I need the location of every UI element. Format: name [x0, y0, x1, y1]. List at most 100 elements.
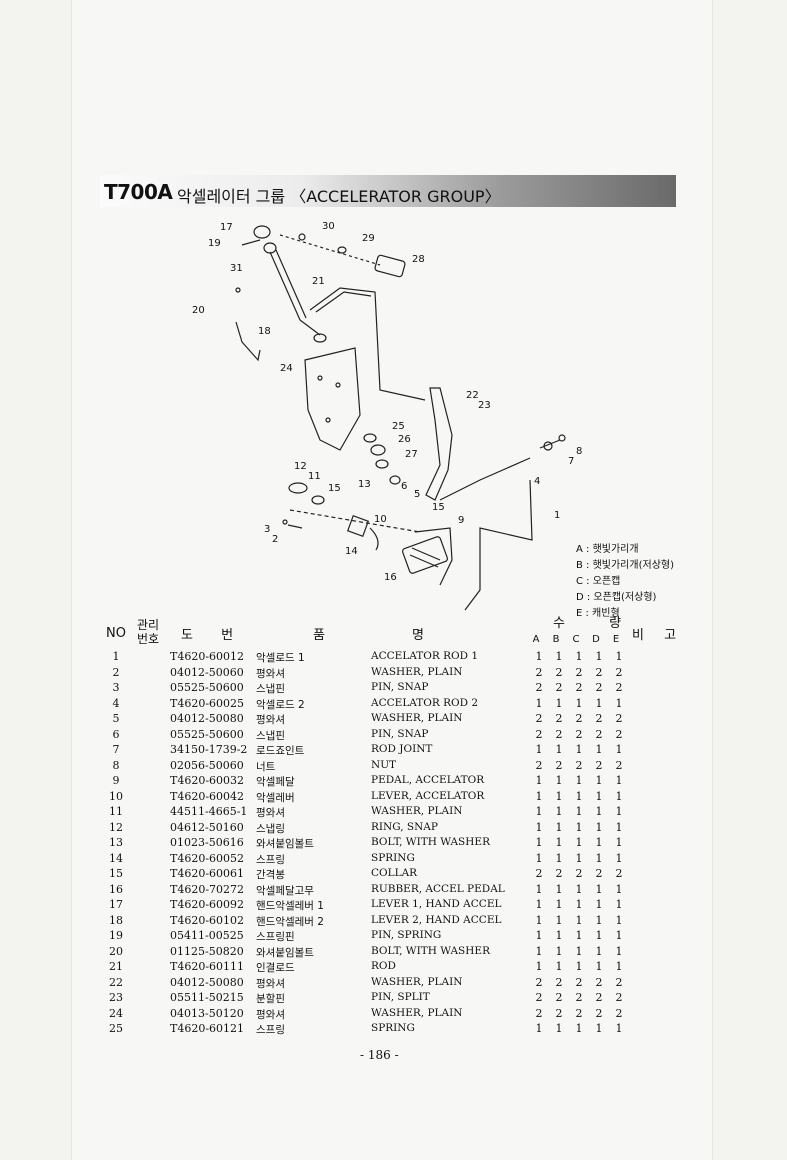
qty-col-c: C — [572, 634, 580, 645]
quantity-d: 2 — [595, 975, 603, 989]
callout-13: 13 — [358, 479, 371, 490]
quantity-a: 1 — [535, 696, 543, 710]
page-number: - 186 - — [360, 1048, 399, 1062]
quantity-c: 1 — [575, 805, 583, 818]
quantity-a: 2 — [535, 1006, 543, 1020]
quantity-a: 1 — [535, 820, 543, 834]
quantity-b: 1 — [555, 929, 563, 942]
part-name-korean: 스냅핀 — [256, 683, 285, 695]
drawing-number: T4620-60052 — [170, 851, 245, 865]
drawing-number: 05411-00525 — [170, 929, 244, 942]
quantity-e: 2 — [615, 665, 623, 679]
part-name-korean: 스프링 — [256, 1024, 285, 1036]
part-number: 16 — [109, 882, 123, 896]
quantity-c: 2 — [575, 975, 583, 989]
quantity-d: 1 — [595, 774, 603, 787]
part-number: 20 — [109, 944, 123, 958]
part-name-english: BOLT, WITH WASHER — [371, 944, 490, 957]
quantity-e: 1 — [615, 882, 623, 896]
part-number: 1 — [112, 650, 120, 663]
quantity-d: 2 — [595, 681, 603, 694]
quantity-b: 1 — [555, 774, 563, 787]
quantity-e: 1 — [615, 851, 623, 865]
quantity-e: 2 — [615, 681, 623, 694]
part-number: 18 — [109, 913, 123, 927]
part-name-korean: 핸드악셀레버 2 — [256, 915, 324, 928]
quantity-e: 2 — [615, 1006, 623, 1020]
part-number: 10 — [109, 789, 123, 803]
callout-19: 19 — [208, 238, 221, 249]
callout-2: 2 — [272, 534, 278, 545]
part-name-english: ACCELATOR ROD 2 — [371, 696, 479, 709]
part-name-english: ROD JOINT — [371, 743, 433, 755]
part-number: 11 — [109, 805, 123, 818]
section-title: 악셀레이터 그룹 〈ACCELERATOR GROUP〉 — [177, 187, 501, 206]
drawing-number: 04612-50160 — [170, 820, 244, 834]
quantity-c: 2 — [575, 758, 583, 772]
part-name-english: RUBBER, ACCEL PEDAL — [371, 882, 505, 895]
quantity-c: 2 — [575, 867, 583, 880]
part-name-english: PIN, SPLIT — [371, 991, 430, 1003]
quantity-d: 1 — [595, 882, 603, 896]
qty-col-d: D — [592, 634, 600, 645]
part-name-english: WASHER, PLAIN — [371, 665, 463, 678]
part-name-english: LEVER 2, HAND ACCEL — [371, 913, 502, 926]
quantity-e: 2 — [615, 758, 623, 772]
part-number: 5 — [112, 712, 120, 725]
quantity-a: 1 — [535, 1022, 543, 1035]
drawing-number: T4620-60121 — [170, 1022, 245, 1035]
quantity-a: 1 — [535, 929, 543, 942]
drawing-number: 04012-50080 — [170, 975, 244, 989]
drawing-number: 05525-50600 — [170, 681, 244, 694]
drawing-number: 04012-50060 — [170, 665, 244, 679]
part-number: 21 — [109, 960, 123, 973]
quantity-a: 2 — [535, 975, 543, 989]
part-name-korean: 와셔붙임볼트 — [256, 946, 314, 959]
part-name-korean: 악셀로드 2 — [256, 698, 305, 711]
legend-item-e: E : 캐빈형 — [576, 608, 620, 619]
quantity-d: 1 — [595, 960, 603, 973]
callout-16: 16 — [384, 572, 397, 583]
quantity-a: 1 — [535, 836, 543, 849]
header-drawing-number: 도 번 — [181, 628, 246, 643]
quantity-c: 1 — [575, 944, 583, 958]
quantity-b: 1 — [555, 882, 563, 896]
drawing-number: T4620-60012 — [170, 650, 245, 663]
part-name-korean: 분할핀 — [256, 993, 285, 1005]
part-name-english: BOLT, WITH WASHER — [371, 836, 490, 848]
quantity-a: 1 — [535, 944, 543, 958]
callout-15b: 15 — [432, 502, 445, 513]
drawing-number: T4620-60025 — [170, 696, 245, 710]
part-number: 25 — [109, 1022, 123, 1035]
quantity-c: 1 — [575, 789, 583, 803]
quantity-b: 1 — [555, 820, 563, 834]
drawing-number: T4620-70272 — [170, 882, 245, 896]
quantity-a: 2 — [535, 867, 543, 880]
part-name-english: PIN, SPRING — [371, 929, 442, 941]
callout-7: 7 — [568, 456, 574, 467]
quantity-a: 2 — [535, 681, 543, 694]
quantity-d: 1 — [595, 696, 603, 710]
drawing-number: T4620-60032 — [170, 774, 245, 787]
quantity-a: 1 — [535, 882, 543, 896]
drawing-number: T4620-60111 — [170, 960, 245, 973]
callout-27: 27 — [405, 449, 418, 460]
quantity-b: 1 — [555, 696, 563, 710]
quantity-b: 2 — [555, 975, 563, 989]
drawing-number: T4620-60061 — [170, 867, 245, 880]
callout-25: 25 — [392, 421, 405, 432]
part-name-english: COLLAR — [371, 867, 418, 879]
quantity-c: 1 — [575, 743, 583, 756]
drawing-number: T4620-60042 — [170, 789, 245, 803]
part-name-english: WASHER, PLAIN — [371, 975, 463, 988]
quantity-e: 1 — [615, 1022, 623, 1035]
quantity-d: 2 — [595, 712, 603, 725]
